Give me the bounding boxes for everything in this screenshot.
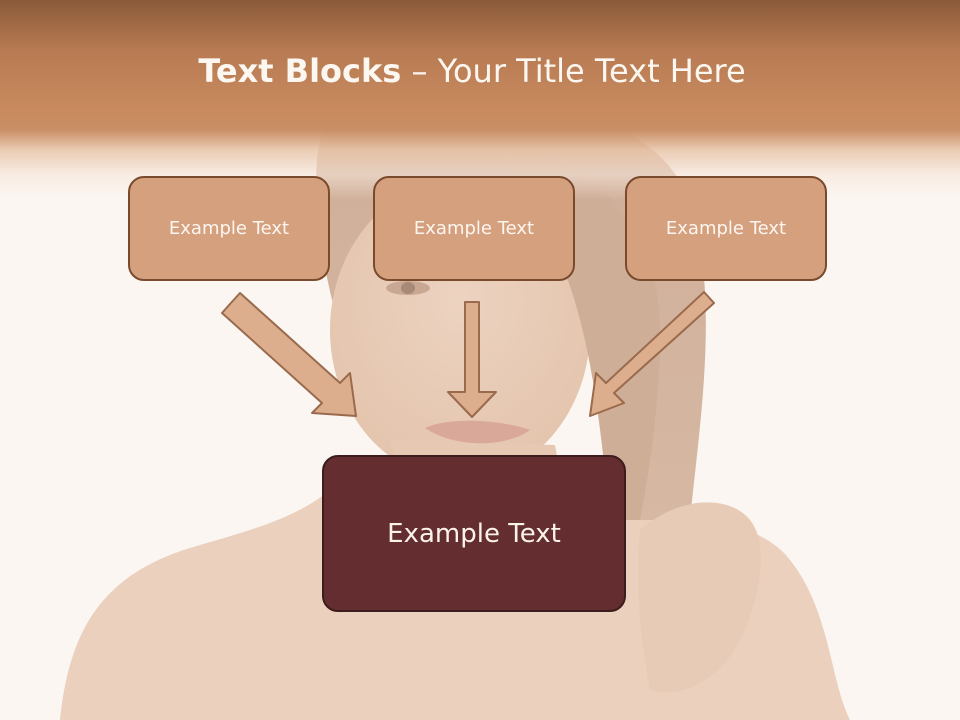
arrow-middle-to-center [447,301,497,418]
title-header-band [0,0,960,200]
title-dash: – [411,52,428,90]
text-block-1: Example Text [128,176,330,281]
text-block-2: Example Text [373,176,575,281]
text-block-2-label: Example Text [413,218,535,239]
text-block-3: Example Text [625,176,827,281]
center-text-block: Example Text [322,455,626,612]
arrow-right-to-center [589,291,715,417]
slide-title: Text Blocks – Your Title Text Here [0,52,944,90]
center-text-block-label: Example Text [387,518,561,549]
title-bold-part: Text Blocks [198,52,402,90]
text-block-1-label: Example Text [168,218,290,239]
text-block-3-label: Example Text [665,218,787,239]
arrow-left-to-center [221,292,357,417]
title-rest: Your Title Text Here [437,52,746,90]
